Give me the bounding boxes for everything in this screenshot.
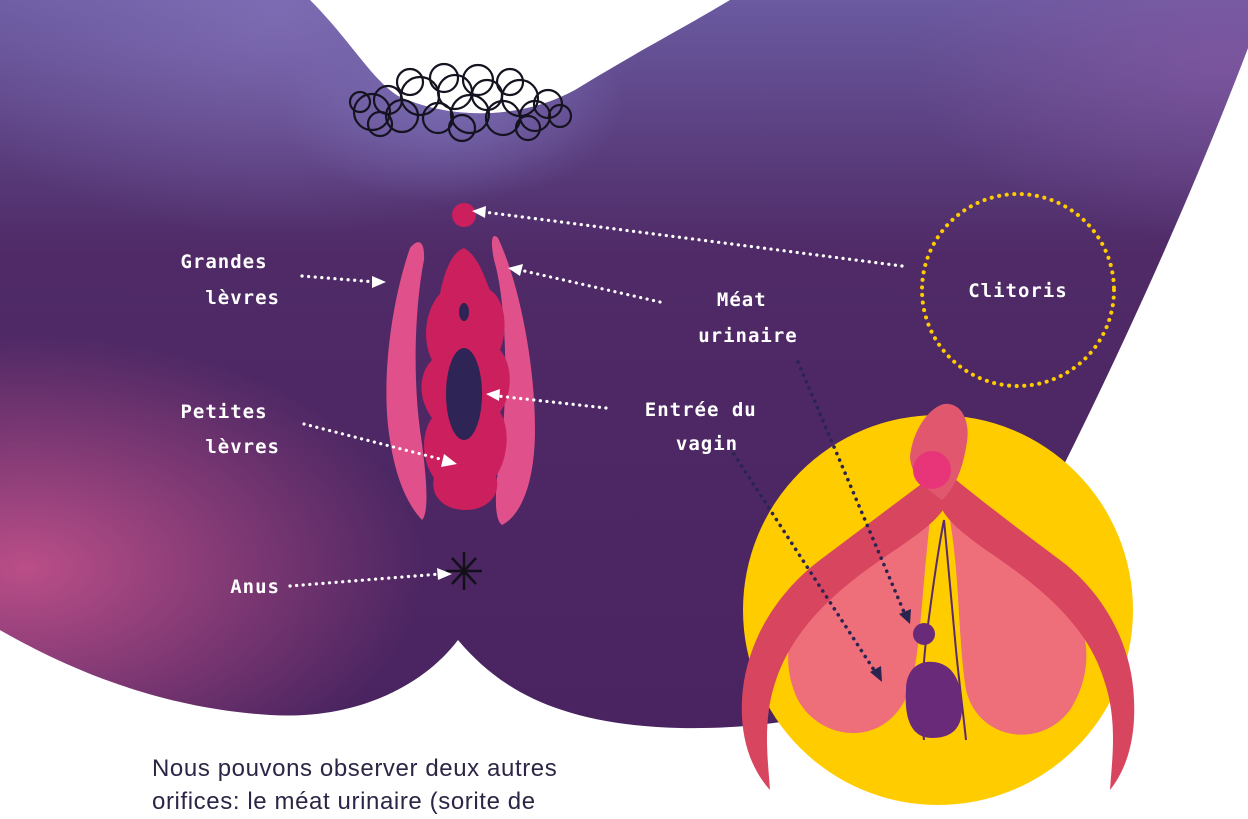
caption-line-2: orifices: le méat urinaire (sorite de [152, 785, 712, 818]
vaginal-opening [446, 348, 482, 440]
label-anus: Anus [230, 576, 280, 598]
urethral-opening [459, 303, 469, 321]
label-clitoris: Clitoris [968, 280, 1068, 302]
caption-text: Nous pouvons observer deux autres orific… [152, 752, 712, 818]
clitoris-glans-dot [452, 203, 476, 227]
clitoris-glans-icon [913, 451, 951, 489]
caption-line-1: Nous pouvons observer deux autres [152, 752, 712, 785]
